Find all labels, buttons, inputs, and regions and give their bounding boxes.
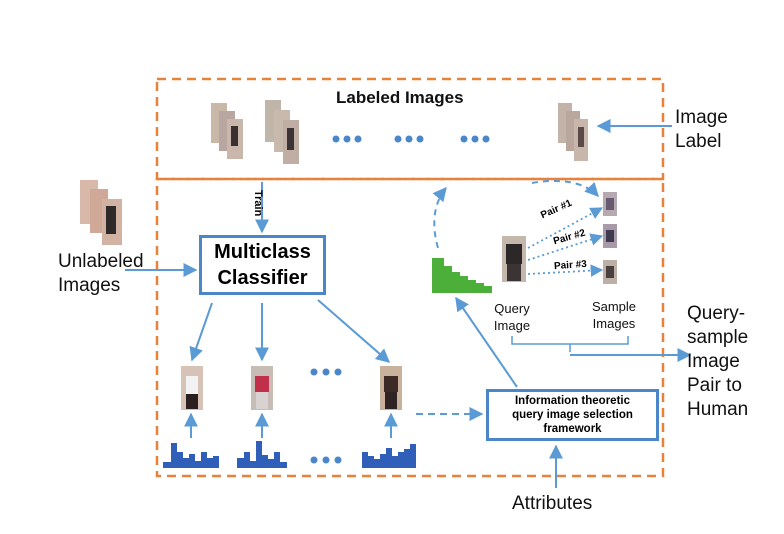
image-label-line-1: Image bbox=[675, 107, 728, 128]
pair-label-3: Pair #3 bbox=[553, 258, 588, 273]
attribute-histogram-1 bbox=[163, 443, 219, 468]
image-label-text: Image Label bbox=[675, 106, 728, 154]
output-line-3: Image bbox=[687, 351, 740, 372]
sample-image-3 bbox=[603, 260, 617, 284]
pair-line-3 bbox=[527, 264, 604, 277]
output-line-4: Pair to bbox=[687, 375, 742, 396]
predicted-person-2 bbox=[251, 366, 273, 410]
classifier-out-arrow-1 bbox=[189, 302, 213, 362]
classifier-out-arrow-3 bbox=[317, 299, 391, 363]
output-text: Query- sample Image Pair to Human bbox=[687, 302, 748, 422]
unlabeled-images-text: Unlabeled Images bbox=[58, 250, 144, 298]
predicted-person-1 bbox=[181, 366, 203, 410]
framework-line-3: framework bbox=[543, 423, 602, 435]
framework-line-2: query image selection bbox=[512, 409, 633, 421]
sample-image-2 bbox=[603, 224, 617, 248]
labeled-image-stack-2 bbox=[265, 100, 299, 164]
output-line-5: Human bbox=[687, 399, 749, 420]
train-label: Train bbox=[252, 190, 264, 217]
classifier-line-1: Multiclass bbox=[214, 241, 311, 263]
output-line-1: Query- bbox=[687, 303, 746, 324]
unlabeled-line-2: Images bbox=[58, 275, 121, 296]
sample-line-2: Images bbox=[592, 316, 636, 331]
output-line-2: sample bbox=[687, 327, 749, 348]
labeled-region-border bbox=[155, 77, 665, 181]
attribute-histogram-2 bbox=[237, 441, 287, 468]
labeled-ellipsis-dots bbox=[332, 135, 490, 143]
framework-line-1: Information theoretic bbox=[514, 395, 630, 407]
entropy-histogram bbox=[432, 258, 492, 293]
image-label-line-2: Label bbox=[675, 131, 722, 152]
attribute-histogram-3 bbox=[362, 444, 416, 468]
labeled-image-stack-1 bbox=[211, 103, 243, 159]
query-image-thumbnail bbox=[502, 236, 526, 282]
predicted-ellipsis-dots bbox=[310, 368, 342, 464]
unlabeled-region-border bbox=[155, 177, 665, 478]
pair-line-1 bbox=[527, 207, 604, 249]
query-line-1: Query bbox=[494, 301, 530, 316]
to-sample-dashed-arrow bbox=[531, 180, 599, 198]
multiclass-classifier-box: Multiclass Classifier bbox=[199, 235, 326, 295]
predicted-person-3 bbox=[380, 366, 402, 410]
unlabeled-line-1: Unlabeled bbox=[58, 251, 144, 272]
attributes-text: Attributes bbox=[512, 493, 593, 514]
query-image-text: Query Image bbox=[490, 300, 534, 334]
unlabeled-image-stack bbox=[80, 180, 122, 245]
labeled-image-stack-3 bbox=[558, 103, 588, 161]
sample-line-1: Sample bbox=[591, 299, 637, 314]
query-line-2: Image bbox=[493, 318, 531, 333]
entropy-to-top-dashed-arrow bbox=[432, 186, 447, 249]
sample-image-1 bbox=[603, 192, 617, 216]
labeled-images-title: Labeled Images bbox=[336, 88, 464, 107]
classifier-line-2: Classifier bbox=[217, 267, 308, 289]
sample-images-text: Sample Images bbox=[586, 298, 642, 332]
pair-bracket bbox=[511, 336, 629, 345]
framework-to-entropy-arrow bbox=[455, 296, 518, 388]
query-selection-framework-box: Information theoretic query image select… bbox=[486, 389, 659, 441]
